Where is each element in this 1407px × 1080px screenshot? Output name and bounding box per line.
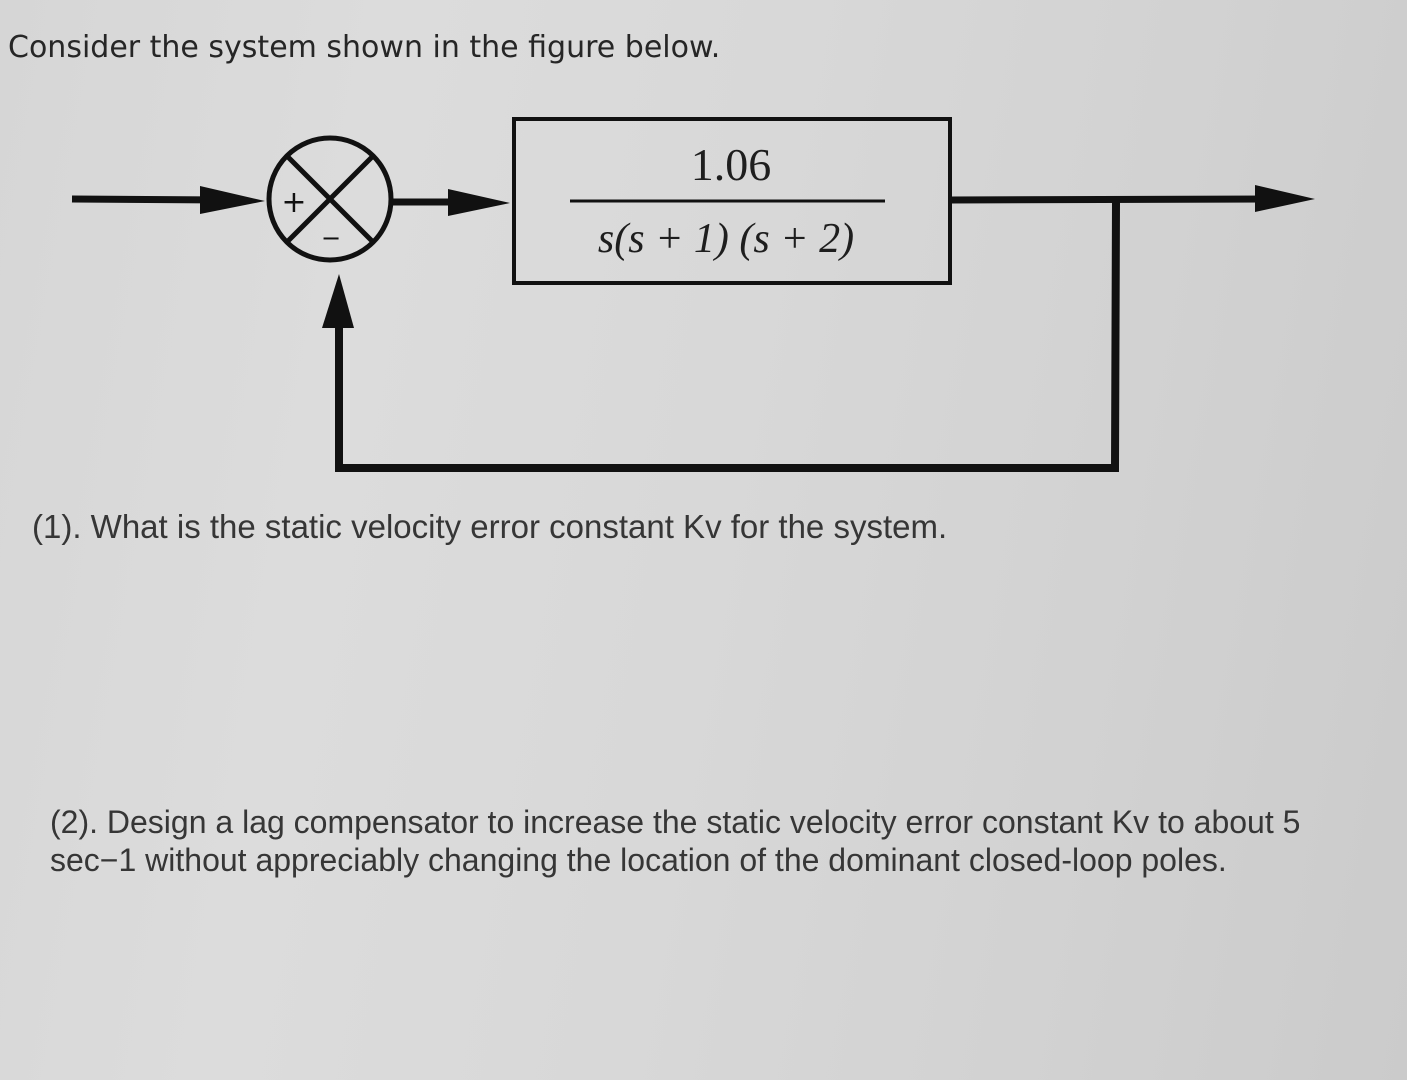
output-arrowhead (1255, 185, 1315, 212)
minus-sign: − (321, 224, 341, 252)
plant-denominator: s(s + 1) (s + 2) (598, 216, 854, 262)
feedback-arrowhead (322, 274, 354, 328)
summing-junction: + − (266, 135, 394, 263)
output-signal-line (949, 195, 1281, 204)
block-diagram: + − 1.06 s(s + 1) (s + 2) (71, 117, 1315, 472)
plant-block (512, 117, 952, 285)
question-2: (2). Design a lag compensator to increas… (50, 804, 1301, 878)
input-signal-line (71, 195, 226, 204)
question-1: (1). What is the static velocity error c… (32, 508, 948, 545)
input-arrowhead (200, 186, 265, 214)
error-arrowhead (448, 189, 510, 216)
feedback-path (335, 201, 1120, 472)
intro-text: Consider the system shown in the figure … (8, 30, 721, 65)
plus-sign: + (281, 185, 306, 220)
plant-numerator: 1.06 (691, 139, 772, 190)
